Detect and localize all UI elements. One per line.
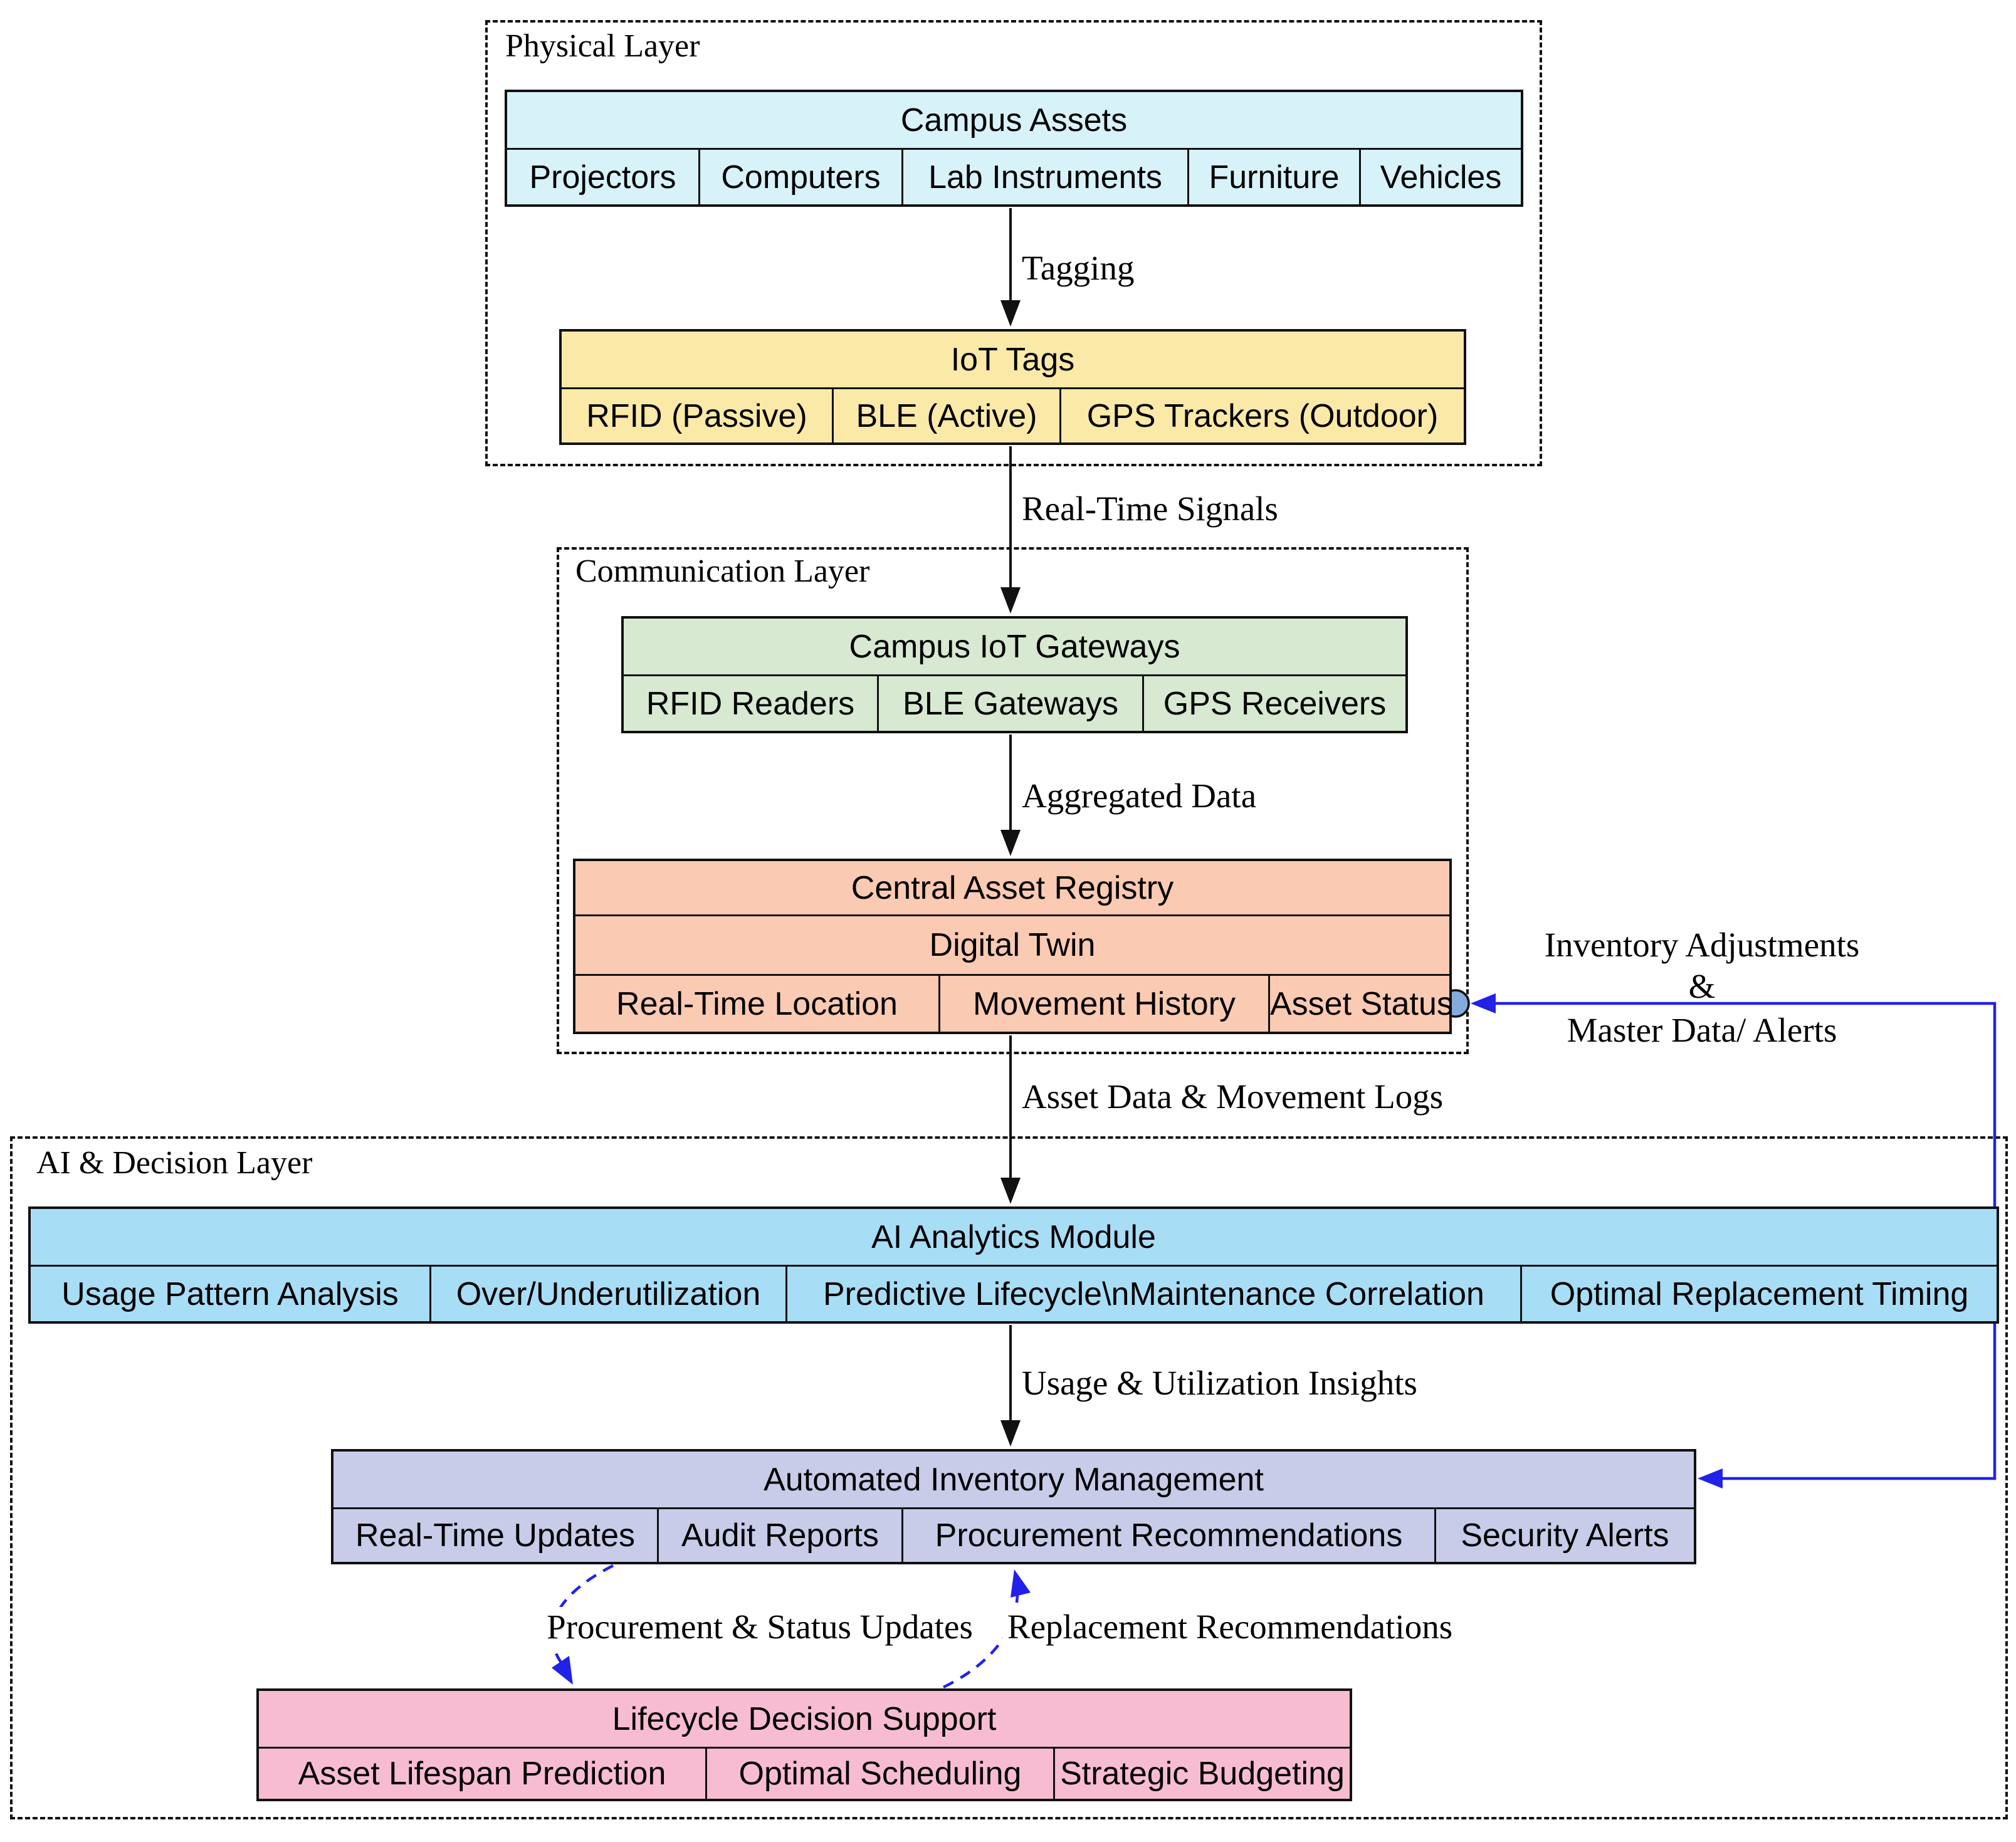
gw-ble-gateways-cell: BLE Gateways (877, 676, 1142, 731)
gateways-title: Campus IoT Gateways (624, 619, 1405, 676)
ai-decision-layer-label: AI & Decision Layer (36, 1145, 313, 1181)
inventory-mgmt-box: Automated Inventory Management Real-Time… (331, 1449, 1696, 1564)
registry-status-cell: Asset Status (1268, 976, 1453, 1032)
gw-rfid-readers-cell: RFID Readers (646, 685, 855, 722)
tag-ble-cell: BLE (Active) (832, 389, 1059, 442)
asset-vehicles-cell: Vehicles (1359, 150, 1521, 204)
registry-items: Real-Time Location Movement History Asse… (575, 976, 1453, 1032)
inventory-adjustments-label-line1: Inventory Adjustments (1539, 925, 1865, 965)
iot-tags-title: IoT Tags (562, 332, 1464, 389)
registry-box: Central Asset Registry Digital Twin Real… (573, 859, 1453, 1034)
lifecycle-title: Lifecycle Decision Support (259, 1691, 1350, 1749)
asset-lab-instruments-cell: Lab Instruments (901, 150, 1187, 204)
gw-gps-receivers-cell: GPS Receivers (1142, 676, 1405, 731)
aim-security-alerts-cell: Security Alerts (1434, 1509, 1694, 1562)
asset-projectors-cell: Projectors (529, 159, 676, 196)
ai-analytics-box: AI Analytics Module Usage Pattern Analys… (28, 1206, 1999, 1324)
lds-budgeting-cell: Strategic Budgeting (1053, 1749, 1350, 1799)
lds-scheduling-cell: Optimal Scheduling (705, 1749, 1053, 1799)
aim-realtime-updates-cell: Real-Time Updates (355, 1517, 635, 1554)
lifecycle-items: Asset Lifespan Prediction Optimal Schedu… (259, 1749, 1350, 1799)
campus-assets-box: Campus Assets Projectors Computers Lab I… (505, 90, 1523, 207)
replacement-recommendations-label: Replacement Recommendations (1002, 1607, 1458, 1647)
usage-utilization-insights-label: Usage & Utilization Insights (1017, 1363, 1422, 1403)
campus-assets-title: Campus Assets (507, 92, 1521, 150)
inventory-adjustments-label-line2: & (1688, 967, 1716, 1005)
physical-layer-box (485, 20, 1542, 466)
asset-data-movement-logs-label: Asset Data & Movement Logs (1017, 1077, 1449, 1117)
campus-assets-items: Projectors Computers Lab Instruments Fur… (507, 150, 1521, 204)
tag-rfid-cell: RFID (Passive) (586, 397, 807, 434)
aggregated-data-label: Aggregated Data (1017, 776, 1262, 816)
lds-lifespan-cell: Asset Lifespan Prediction (298, 1756, 666, 1792)
tag-gps-cell: GPS Trackers (Outdoor) (1059, 389, 1464, 442)
aia-replacement-timing-cell: Optimal Replacement Timing (1520, 1267, 1997, 1321)
gateways-box: Campus IoT Gateways RFID Readers BLE Gat… (621, 616, 1408, 733)
communication-layer-label: Communication Layer (575, 553, 870, 589)
aia-predictive-cell: Predictive Lifecycle\nMaintenance Correl… (785, 1267, 1520, 1321)
asset-furniture-cell: Furniture (1187, 150, 1359, 204)
gateways-items: RFID Readers BLE Gateways GPS Receivers (624, 676, 1405, 731)
aim-procurement-cell: Procurement Recommendations (901, 1509, 1434, 1562)
lifecycle-box: Lifecycle Decision Support Asset Lifespa… (256, 1688, 1352, 1801)
aia-utilization-cell: Over/Underutilization (429, 1267, 785, 1321)
inventory-adjustments-label-line3: Master Data/ Alerts (1562, 1010, 1842, 1050)
registry-history-cell: Movement History (938, 976, 1268, 1032)
ai-analytics-items: Usage Pattern Analysis Over/Underutiliza… (31, 1267, 1997, 1321)
communication-layer-box (557, 547, 1469, 1054)
inventory-mgmt-title: Automated Inventory Management (333, 1452, 1694, 1509)
tagging-label: Tagging (1017, 248, 1140, 288)
physical-layer-label: Physical Layer (505, 28, 700, 64)
aim-audit-reports-cell: Audit Reports (657, 1509, 901, 1562)
ai-decision-layer-box (10, 1136, 2008, 1819)
ai-analytics-title: AI Analytics Module (31, 1209, 1997, 1267)
inventory-mgmt-items: Real-Time Updates Audit Reports Procurem… (333, 1509, 1694, 1562)
procurement-status-updates-label: Procurement & Status Updates (542, 1607, 978, 1647)
real-time-signals-label: Real-Time Signals (1017, 489, 1283, 529)
registry-title: Central Asset Registry (575, 861, 1449, 916)
asset-computers-cell: Computers (698, 150, 901, 204)
iot-tags-box: IoT Tags RFID (Passive) BLE (Active) GPS… (559, 329, 1466, 445)
aia-usage-pattern-cell: Usage Pattern Analysis (61, 1275, 399, 1312)
link-arrowhead-to-asset-status (1471, 993, 1496, 1013)
digital-twin-row: Digital Twin (575, 916, 1449, 976)
registry-location-cell: Real-Time Location (616, 985, 898, 1022)
iot-tags-items: RFID (Passive) BLE (Active) GPS Trackers… (562, 389, 1464, 442)
